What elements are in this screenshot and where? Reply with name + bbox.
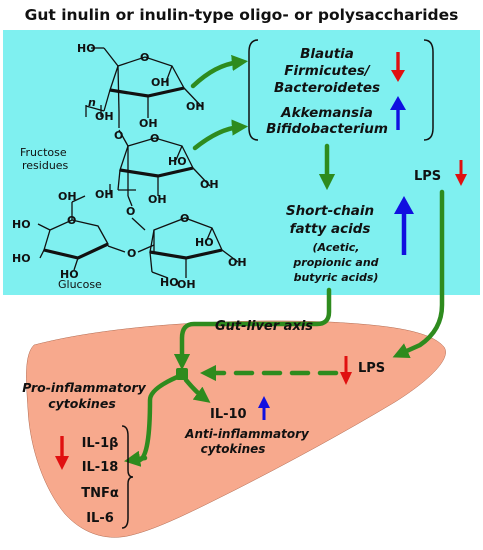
oh-label: OH [58, 190, 77, 203]
liver-hub-node [176, 368, 188, 380]
scfa-sub1: (Acetic, [313, 241, 360, 254]
link-o: O [127, 247, 136, 260]
bacteria-akkemansia: Akkemansia [280, 105, 373, 121]
oh-label: OH [151, 76, 170, 89]
fructose-label: Fructose [20, 146, 67, 159]
bacteria-firmicutes: Firmicutes/ [284, 63, 370, 79]
ho-label: HO [160, 276, 179, 289]
increase-arrow-il10 [258, 396, 270, 420]
pro-inflammatory-line1: Pro-inflammatory [22, 380, 146, 395]
chem-labels: HO O OH OH OH OH O O HO OH OH OH O O HO … [12, 42, 247, 291]
link-o: O [114, 129, 123, 142]
cytokine-tnfa: TNFα [81, 486, 119, 501]
repeat-n: n [88, 96, 96, 109]
fructose-label: residues [22, 159, 69, 172]
scfa-sub3: butyric acids) [294, 271, 379, 284]
oh-label: OH [139, 117, 158, 130]
bacteria-bacteroidetes: Bacteroidetes [274, 80, 380, 96]
increase-arrow-bacteria [390, 96, 406, 130]
decrease-arrow-lps-gut [455, 160, 467, 186]
ho-label: HO [77, 42, 96, 55]
bacteria-bracket-right [423, 39, 434, 141]
bacteria-bifidobacterium: Bifidobacterium [266, 121, 388, 137]
flow-arrow-lps-to-liver [392, 189, 445, 359]
flow-arrow-gut-liver-axis [173, 287, 332, 371]
liver-shape [26, 320, 446, 538]
decrease-arrow-lps-liver [340, 356, 352, 385]
anti-inflammatory-line1: Anti-inflammatory [184, 427, 310, 441]
scfa-sub2: propionic and [292, 256, 378, 269]
oh-label: OH [177, 278, 196, 291]
increase-arrow-scfa [394, 196, 414, 255]
oh-label: OH [95, 110, 114, 123]
ring-o: O [150, 132, 159, 145]
diagram-title: Gut inulin or inulin-type oligo- or poly… [24, 6, 459, 24]
flow-arrow-ring-to-bacteria [192, 119, 249, 151]
gut-liver-axis-label: Gut-liver axis [215, 319, 313, 334]
decrease-arrow-bacteria [391, 52, 405, 82]
ho-label: HO [12, 252, 31, 265]
ho-label: HO [12, 218, 31, 231]
oh-label: OH [200, 178, 219, 191]
lps-liver-label: LPS [358, 361, 385, 376]
scfa-line2: fatty acids [290, 221, 371, 237]
anti-inflammatory-line2: cytokines [201, 442, 266, 456]
ho-label: HO [168, 155, 187, 168]
bacteria-blautia: Blautia [300, 46, 354, 62]
decrease-arrow-cytokines [55, 436, 69, 470]
ho-label: HO [60, 268, 79, 281]
flow-arrow-pro-inflammatory [137, 372, 185, 463]
link-o: O [126, 205, 135, 218]
oh-label: OH [186, 100, 205, 113]
bacteria-bracket-left [248, 39, 259, 141]
ho-label: HO [195, 236, 214, 249]
flow-arrow-anti-inflammatory [183, 377, 211, 403]
ring-o: O [180, 212, 189, 225]
oh-label: OH [228, 256, 247, 269]
cytokine-il1b: IL-1β [82, 436, 119, 451]
scfa-line1: Short-chain [286, 203, 374, 219]
glucose-label: Glucose [58, 278, 102, 291]
cytokine-il6: IL-6 [86, 511, 114, 526]
oh-label: OH [95, 188, 114, 201]
cytokine-il10: IL-10 [210, 407, 247, 422]
ring-o: O [67, 214, 76, 227]
cytokine-bracket [121, 425, 134, 529]
pro-inflammatory-line2: cytokines [48, 396, 116, 411]
lps-gut-label: LPS [414, 169, 441, 184]
inulin-structure [37, 47, 239, 279]
oh-label: OH [148, 193, 167, 206]
cytokine-il18: IL-18 [82, 460, 119, 475]
ring-o: O [140, 51, 149, 64]
flow-arrow-ring-to-bacteria [190, 54, 249, 89]
